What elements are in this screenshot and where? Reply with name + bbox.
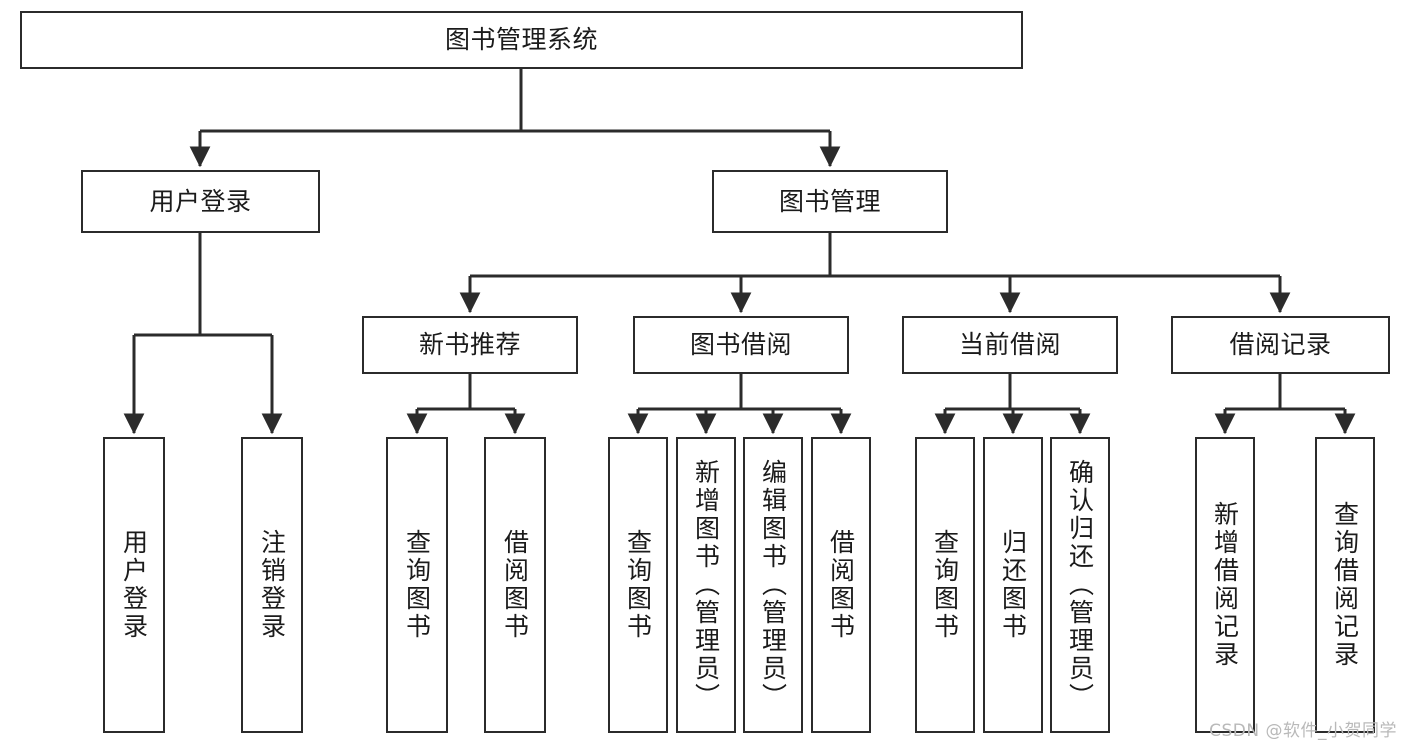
csdn-watermark: CSDN @软件_小贺同学 (1209, 721, 1397, 741)
node-leaf-borrow-book-2[interactable]: 借阅图书 (811, 437, 871, 733)
node-leaf-add-book-label: 新增图书（管理员） (691, 459, 721, 711)
node-leaf-return-book-label: 归还图书 (998, 529, 1028, 641)
node-leaf-query-book-1[interactable]: 查询图书 (386, 437, 448, 733)
node-book-manage-label: 图书管理 (778, 186, 881, 216)
node-leaf-add-record-label: 新增借阅记录 (1210, 501, 1240, 669)
node-book-borrow[interactable]: 图书借阅 (633, 316, 849, 374)
node-new-book-recommend[interactable]: 新书推荐 (362, 316, 578, 374)
node-leaf-logout-login-label: 注销登录 (257, 529, 287, 641)
node-leaf-borrow-book-2-label: 借阅图书 (826, 529, 856, 641)
node-leaf-edit-book-label: 编辑图书（管理员） (758, 459, 788, 711)
node-leaf-query-book-3-label: 查询图书 (930, 529, 960, 641)
node-leaf-user-login-label: 用户登录 (119, 529, 149, 641)
node-leaf-return-book[interactable]: 归还图书 (983, 437, 1043, 733)
node-leaf-query-book-1-label: 查询图书 (402, 529, 432, 641)
node-leaf-add-record[interactable]: 新增借阅记录 (1195, 437, 1255, 733)
node-leaf-query-book-2-label: 查询图书 (623, 529, 653, 641)
node-leaf-query-book-2[interactable]: 查询图书 (608, 437, 668, 733)
node-leaf-query-record[interactable]: 查询借阅记录 (1315, 437, 1375, 733)
node-leaf-query-record-label: 查询借阅记录 (1330, 501, 1360, 669)
node-current-borrow[interactable]: 当前借阅 (902, 316, 1118, 374)
node-leaf-user-login[interactable]: 用户登录 (103, 437, 165, 733)
node-current-borrow-label: 当前借阅 (958, 330, 1061, 360)
node-leaf-confirm-return[interactable]: 确认归还（管理员） (1050, 437, 1110, 733)
node-book-borrow-label: 图书借阅 (689, 330, 792, 360)
node-borrow-record-label: 借阅记录 (1229, 330, 1332, 360)
node-leaf-query-book-3[interactable]: 查询图书 (915, 437, 975, 733)
node-user-login[interactable]: 用户登录 (81, 170, 320, 233)
node-borrow-record[interactable]: 借阅记录 (1171, 316, 1390, 374)
node-root-label: 图书管理系统 (444, 25, 598, 55)
node-user-login-label: 用户登录 (149, 186, 252, 216)
node-leaf-logout-login[interactable]: 注销登录 (241, 437, 303, 733)
node-new-book-recommend-label: 新书推荐 (418, 330, 521, 360)
node-book-manage[interactable]: 图书管理 (712, 170, 948, 233)
node-leaf-borrow-book-1-label: 借阅图书 (500, 529, 530, 641)
node-leaf-confirm-return-label: 确认归还（管理员） (1065, 459, 1095, 711)
node-leaf-add-book[interactable]: 新增图书（管理员） (676, 437, 736, 733)
node-root[interactable]: 图书管理系统 (20, 11, 1023, 69)
node-leaf-borrow-book-1[interactable]: 借阅图书 (484, 437, 546, 733)
node-leaf-edit-book[interactable]: 编辑图书（管理员） (743, 437, 803, 733)
